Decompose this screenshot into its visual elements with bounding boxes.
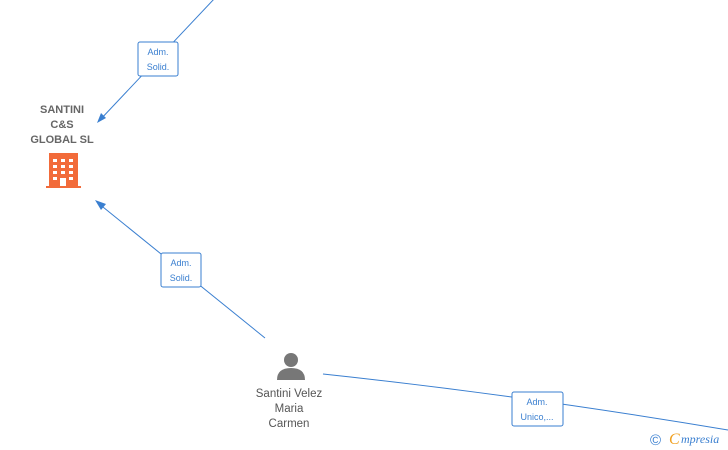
edge-label-line: Adm. — [147, 47, 168, 57]
arrow-head — [97, 113, 106, 123]
copyright-symbol: © — [650, 432, 661, 449]
company-name-line: SANTINI — [40, 104, 84, 116]
company-name-line: GLOBAL SL — [30, 134, 94, 146]
company-node[interactable]: SANTINI C&S GLOBAL SL — [30, 104, 94, 188]
edge-label-line: Solid. — [170, 273, 193, 283]
person-name-line: Santini Velez — [256, 388, 323, 400]
edge-label-box — [137, 41, 179, 77]
person-icon — [277, 353, 305, 380]
edge-label[interactable]: Adm. Solid. — [160, 252, 202, 288]
person-name-line: Carmen — [269, 418, 310, 430]
edge-label-line: Unico,... — [520, 412, 553, 422]
edge-label-box — [160, 252, 202, 288]
person-name-line: Maria — [275, 403, 304, 415]
person-node[interactable]: Santini Velez Maria Carmen — [256, 353, 323, 430]
edge-label-line: Solid. — [147, 62, 170, 72]
brand-initial: C — [669, 431, 680, 448]
edge-label[interactable]: Adm. Solid. — [137, 41, 179, 77]
arrow-head — [95, 200, 106, 210]
edge-label-box — [511, 391, 564, 427]
brand-rest: mpresia — [681, 432, 719, 446]
empresia-watermark: © C mpresia — [650, 431, 719, 449]
company-name-line: C&S — [50, 119, 73, 131]
edge-label-line: Adm. — [526, 397, 547, 407]
building-icon — [46, 153, 81, 188]
edge-label-line: Adm. — [170, 258, 191, 268]
edge-label[interactable]: Adm. Unico,... — [511, 391, 564, 427]
